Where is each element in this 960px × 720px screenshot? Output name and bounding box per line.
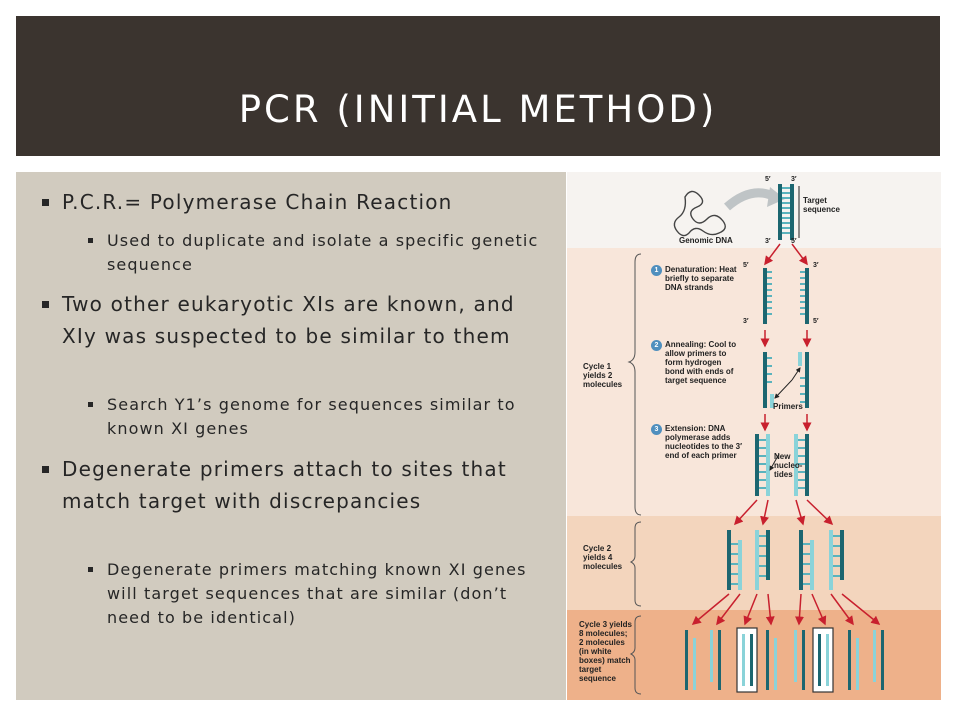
sub-bullet-text: Used to duplicate and isolate a specific… (107, 231, 539, 274)
bullet-1: P.C.R.= Polymerase Chain Reaction (42, 186, 548, 218)
denatured-strands (763, 268, 809, 324)
sub-bullet-text: Search Y1’s genome for sequences similar… (107, 395, 516, 438)
bullet-square-icon (88, 238, 93, 243)
three-prime-label: 3′ (813, 262, 819, 269)
title-bar: PCR (INITIAL METHOD) (16, 16, 940, 156)
pcr-diagram (627, 184, 884, 695)
new-nucleotides-label: New nucleo-tides (774, 452, 803, 479)
bullet-square-icon (42, 199, 49, 206)
cycle1-section (567, 248, 941, 516)
slide-title: PCR (INITIAL METHOD) (238, 88, 718, 131)
five-prime-label: 5′ (765, 176, 771, 183)
extended-strands (755, 434, 809, 496)
target-section (567, 172, 941, 248)
annealing-label: Annealing: Cool to allow primers to form… (665, 340, 737, 385)
cycle-3-label: Cycle 3 yields 8 molecules; 2 molecules … (579, 620, 632, 683)
genomic-dna-label: Genomic DNA (679, 236, 733, 245)
cycle-2-label: Cycle 2 yields 4 molecules (583, 544, 623, 571)
three-prime-label: 3′ (743, 318, 749, 325)
five-prime-label: 5′ (791, 238, 797, 245)
denaturation-label: Denaturation: Heat briefly to separate D… (665, 265, 737, 292)
content-panel (16, 172, 566, 700)
five-prime-label: 5′ (813, 318, 819, 325)
bullet-text: Two other eukaryotic XIs are known, and … (62, 292, 515, 348)
sub-bullet-3-1: Degenerate primers matching known XI gen… (88, 558, 555, 630)
step-1-badge: 1 (651, 265, 662, 276)
step-3-badge: 3 (651, 424, 662, 435)
cycle-1-label: Cycle 1 yields 2 molecules (583, 362, 623, 389)
target-strand (778, 184, 794, 240)
primers-label: Primers (773, 402, 803, 411)
genomic-dna-icon (673, 190, 726, 237)
bullet-2: Two other eukaryotic XIs are known, and … (42, 288, 548, 352)
sub-bullet-2-1: Search Y1’s genome for sequences similar… (88, 393, 555, 441)
three-prime-label: 3′ (791, 176, 797, 183)
bullet-3: Degenerate primers attach to sites that … (42, 453, 548, 517)
extension-label: Extension: DNA polymerase adds nucleotid… (665, 424, 743, 460)
sub-bullet-text: Degenerate primers matching known XI gen… (107, 560, 527, 627)
sub-bullet-1-1: Used to duplicate and isolate a specific… (88, 229, 555, 277)
pcr-figure: 5′ 3′ 3′ 5′ Target sequence Genomic DNA … (567, 172, 941, 700)
bullet-text: Degenerate primers attach to sites that … (62, 457, 507, 513)
cycle2-molecules (727, 530, 844, 590)
match-box (736, 627, 758, 693)
three-prime-label: 3′ (765, 238, 771, 245)
five-prime-label: 5′ (743, 262, 749, 269)
step-2-badge: 2 (651, 340, 662, 351)
annealed-strands (763, 352, 809, 408)
target-sequence-label: Target sequence (803, 196, 840, 214)
bullet-text: P.C.R.= Polymerase Chain Reaction (62, 190, 453, 214)
bullet-square-icon (42, 301, 49, 308)
bullet-square-icon (42, 466, 49, 473)
cycle2-section (567, 516, 941, 610)
bullet-square-icon (88, 402, 93, 407)
match-box (812, 627, 834, 693)
bullet-square-icon (88, 567, 93, 572)
cycle3-molecules (685, 630, 884, 690)
